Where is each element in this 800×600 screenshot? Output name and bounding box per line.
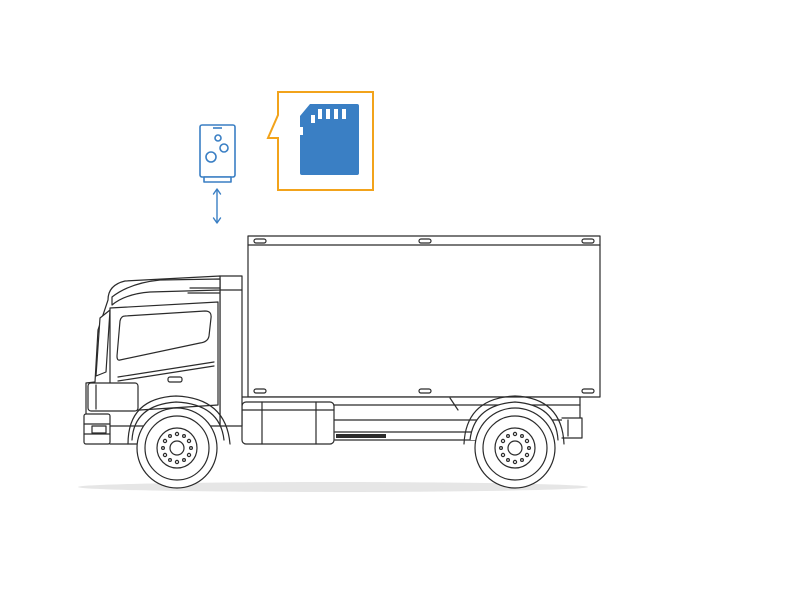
bidirectional-arrow-icon xyxy=(212,188,222,224)
front-wheel-arch xyxy=(131,401,225,441)
truck-cab xyxy=(83,275,221,445)
flash-drive-icon xyxy=(199,124,236,183)
sd-card-icon xyxy=(300,104,359,175)
cargo-box xyxy=(247,235,601,398)
side-skirt-stripe xyxy=(336,434,386,438)
cab-rear-panel xyxy=(219,275,243,427)
rear-bumper xyxy=(561,417,583,439)
front-wheel xyxy=(136,407,218,489)
rear-wheel xyxy=(474,407,556,489)
sd-card-callout xyxy=(266,91,374,191)
ground-shadow xyxy=(78,482,588,492)
fuel-tank xyxy=(241,401,335,445)
box-truck-icon xyxy=(83,235,601,489)
